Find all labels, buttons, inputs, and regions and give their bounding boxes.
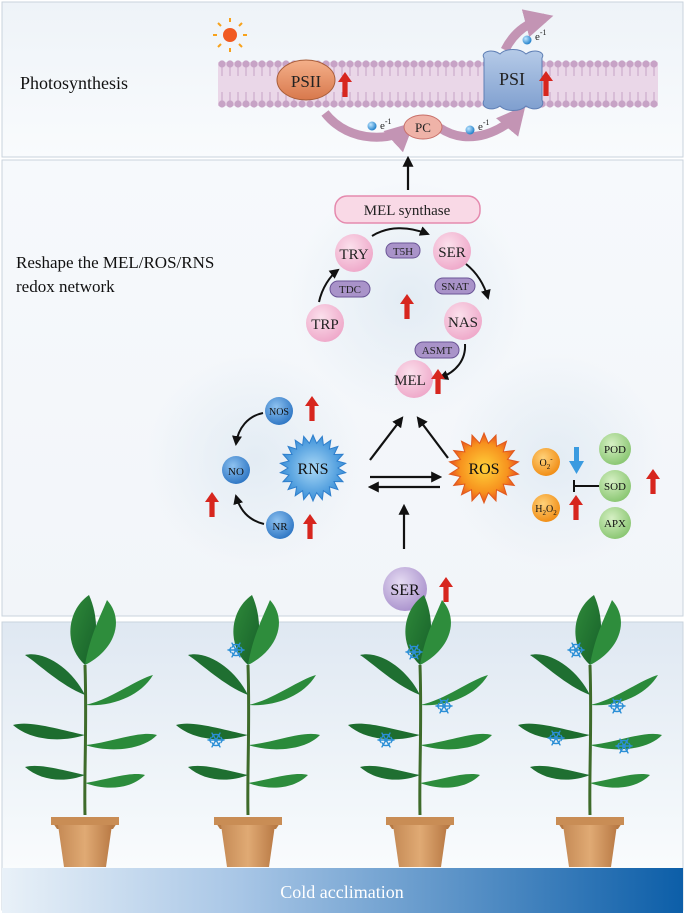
asmt-enzyme: ASMT: [414, 341, 460, 359]
mel-synthase-label: MEL synthase: [364, 203, 451, 219]
thylakoid-membrane: [218, 60, 658, 108]
try-to-ser-arrow: [371, 226, 430, 237]
sun-icon: [213, 18, 247, 52]
photosynthesis-title: Photosynthesis: [20, 73, 128, 93]
electron-exit-arrow: [500, 9, 554, 53]
electron-path-arrow-1: [321, 110, 415, 153]
ros-to-mel-arrow: [416, 416, 449, 459]
nas-node: NAS: [444, 302, 482, 340]
electron-path-arrow-2: [437, 105, 526, 142]
no-node: NO: [222, 456, 250, 484]
try-node: TRY: [335, 234, 373, 272]
svg-text:e-1: e-1: [380, 117, 392, 132]
snat-enzyme: SNAT: [434, 277, 476, 295]
svg-text:MEL: MEL: [394, 373, 426, 389]
trp-node: TRP: [306, 304, 344, 342]
svg-text:NOS: NOS: [269, 407, 289, 418]
nos-node: NOS: [265, 397, 293, 425]
svg-text:NR: NR: [272, 521, 288, 533]
electron-3: e-1: [522, 28, 547, 45]
rns-to-mel-arrow: [369, 416, 404, 461]
electron-1: e-1: [367, 117, 392, 132]
svg-text:SOD: SOD: [604, 481, 626, 493]
nr-to-no-arrow: [233, 494, 265, 525]
pc-label: PC: [415, 120, 431, 135]
svg-text:POD: POD: [604, 444, 626, 456]
nr-node: NR: [266, 511, 294, 539]
svg-text:e-1: e-1: [478, 118, 490, 133]
ser-node: SER: [433, 232, 471, 270]
svg-text:SNAT: SNAT: [441, 281, 469, 293]
nas-to-mel-arrow: [438, 343, 467, 380]
svg-text:e-1: e-1: [535, 28, 547, 43]
electron-2: e-1: [465, 118, 490, 135]
psi-label: PSI: [499, 69, 525, 89]
svg-text:TRP: TRP: [311, 317, 339, 333]
rns-node: RNS: [279, 433, 347, 503]
ser-bottom-node: SER: [383, 567, 427, 611]
svg-text:ROS: ROS: [468, 461, 499, 478]
apx-node: APX: [599, 507, 631, 539]
mel-synthase-box: MEL synthase: [334, 195, 481, 224]
pc-node: PC: [403, 114, 443, 140]
pod-node: POD: [599, 433, 631, 465]
svg-text:NO: NO: [228, 466, 244, 478]
redox-title-line1: Reshape the MEL/ROS/RNS: [16, 253, 214, 272]
svg-text:ASMT: ASMT: [422, 345, 453, 357]
nos-to-no-arrow: [232, 412, 264, 446]
svg-text:T5H: T5H: [393, 246, 413, 258]
cold-acclimation-label: Cold acclimation: [280, 882, 403, 902]
svg-text:SER: SER: [390, 582, 420, 599]
o2-down-arrow: [569, 447, 584, 474]
redox-title-line2: redox network: [16, 277, 115, 296]
o2-radical-node: O2-: [532, 448, 560, 476]
svg-text:H2O2: H2O2: [535, 504, 557, 517]
svg-text:SER: SER: [438, 245, 466, 261]
psi-complex: PSI: [482, 49, 544, 111]
svg-text:NAS: NAS: [448, 315, 478, 331]
mel-node: MEL: [394, 360, 433, 398]
ros-node: ROS: [448, 431, 520, 505]
sod-node: SOD: [599, 470, 631, 502]
svg-text:O2-: O2-: [539, 455, 553, 471]
ser-to-nas-arrow: [465, 263, 491, 300]
tdc-enzyme: TDC: [329, 280, 371, 298]
svg-text:RNS: RNS: [297, 461, 328, 478]
cold-acclimation-banner: [2, 868, 683, 913]
h2o2-node: H2O2: [532, 494, 560, 522]
psii-complex: PSII: [276, 59, 336, 101]
svg-text:APX: APX: [604, 518, 626, 530]
svg-text:TRY: TRY: [339, 247, 368, 263]
sod-inhibition-mark: [573, 480, 600, 492]
psii-label: PSII: [291, 72, 322, 91]
svg-text:TDC: TDC: [339, 284, 361, 296]
t5h-enzyme: T5H: [385, 242, 421, 259]
trp-to-try-arrow: [318, 268, 340, 303]
